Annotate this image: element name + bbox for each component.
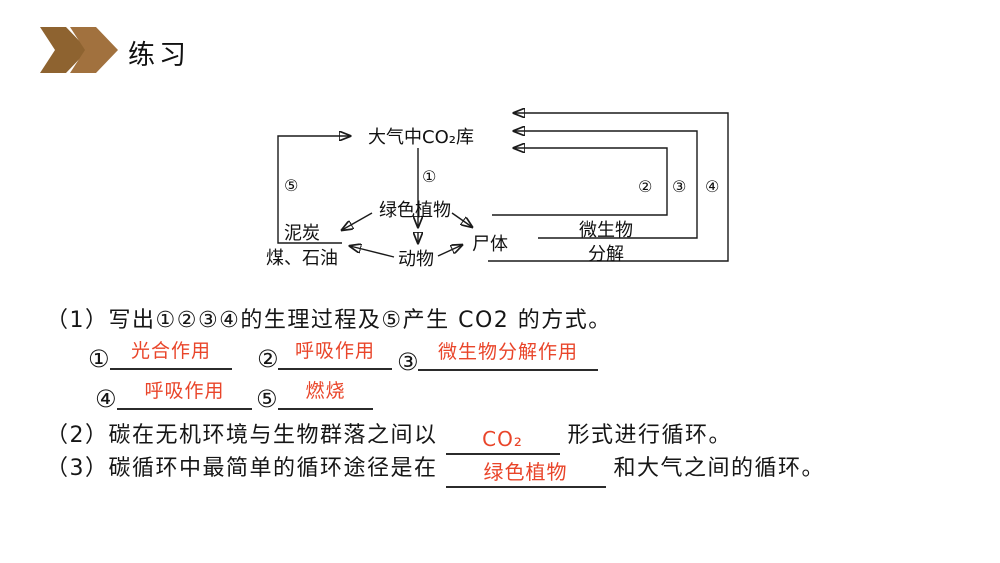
diagram-label-5: ⑤ (284, 176, 298, 195)
answer-1-blank: 光合作用 (110, 338, 232, 370)
question-2-answer: CO₂ (482, 427, 523, 451)
arrow-plants-to-peat (342, 212, 373, 230)
double-chevron-icon (40, 27, 118, 73)
node-animals: 动物 (398, 249, 434, 270)
arrow-animals-to-corpse (437, 245, 462, 257)
node-peat: 泥炭 (284, 223, 320, 244)
chevron-right-icon (70, 27, 118, 73)
answer-3-blank: 微生物分解作用 (418, 339, 598, 371)
question-3-suffix: 和大气之间的循环。 (613, 456, 826, 481)
question-3-prefix: （3）碳循环中最简单的循环途径是在 (46, 456, 438, 481)
node-decompose: 分解 (588, 244, 624, 265)
answer-4-text: 呼吸作用 (144, 380, 225, 402)
arrow-animals-to-coal (350, 246, 395, 258)
question-3-answer: 绿色植物 (483, 460, 568, 484)
arrow-plants-to-corpse (451, 212, 472, 227)
diagram-label-1: ① (422, 167, 436, 186)
page-title: 练习 (128, 40, 190, 71)
question-3-blank: 绿色植物 (445, 460, 606, 488)
answer-5-blank: 燃烧 (278, 378, 373, 410)
diagram-label-2: ② (638, 177, 652, 196)
arrow-burning-path (277, 136, 350, 244)
answer-2-text: 呼吸作用 (294, 340, 375, 362)
answer-3-text: 微生物分解作用 (437, 341, 578, 363)
question-2-suffix: 形式进行循环。 (567, 423, 733, 448)
question-2-line: （2）碳在无机环境与生物群落之间以 CO₂ 形式进行循环。 (46, 421, 732, 455)
question-1-text: （1）写出①②③④的生理过程及⑤产生 CO2 的方式。 (46, 308, 612, 333)
diagram-label-4: ④ (705, 177, 719, 196)
node-corpse: 尸体 (472, 234, 508, 255)
answer-3-number: ③ (397, 348, 419, 376)
answer-1-number: ① (88, 345, 110, 373)
answer-5-number: ⑤ (256, 385, 278, 413)
answer-4-blank: 呼吸作用 (117, 378, 252, 410)
question-2-blank: CO₂ (445, 427, 560, 455)
answer-4-number: ④ (95, 385, 117, 413)
answer-1-text: 光合作用 (130, 340, 211, 362)
answer-2-blank: 呼吸作用 (278, 338, 392, 370)
diagram-label-3: ③ (672, 177, 686, 196)
question-2-prefix: （2）碳在无机环境与生物群落之间以 (46, 423, 438, 448)
question-3-line: （3）碳循环中最简单的循环途径是在 绿色植物 和大气之间的循环。 (46, 454, 825, 488)
arrow-return-3 (514, 131, 698, 239)
arrow-return-2 (492, 148, 668, 216)
answer-5-text: 燃烧 (305, 380, 346, 402)
arrow-return-4 (488, 113, 729, 262)
node-green-plants: 绿色植物 (379, 200, 451, 221)
chevron-left-icon (40, 27, 88, 73)
node-atmosphere: 大气中CO₂库 (368, 127, 474, 148)
carbon-cycle-diagram: 大气中CO₂库 绿色植物 泥炭 煤、石油 动物 尸体 微生物 分解 ① ⑤ ② … (266, 100, 729, 270)
answer-2-number: ② (257, 345, 279, 373)
node-coal-oil: 煤、石油 (266, 248, 338, 269)
node-microbes: 微生物 (579, 220, 633, 241)
